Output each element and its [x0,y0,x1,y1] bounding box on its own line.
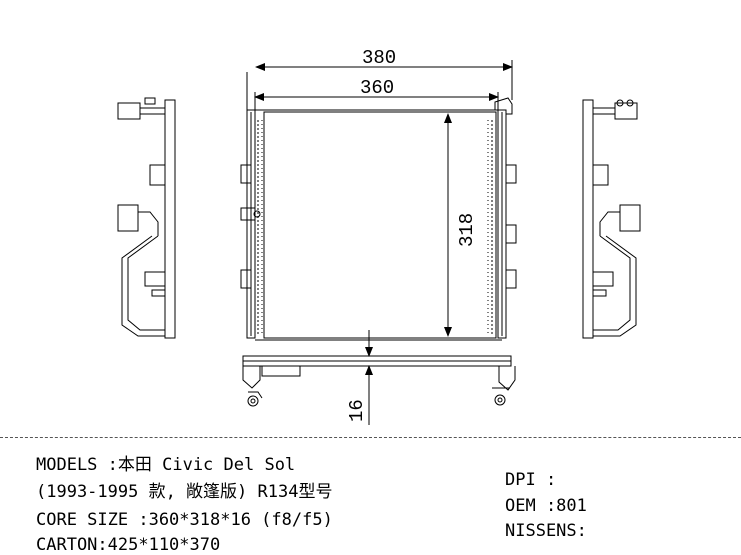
models-line: MODELS :本田 Civic Del Sol [36,455,296,475]
condenser-drawing: 380 360 318 16 [117,47,641,425]
oem-line: OEM :801 [505,496,587,516]
dpi-line: DPI : [505,470,557,490]
dim-core-height: 318 [444,111,480,339]
years-line: (1993-1995 款, 敞篷版) R134型号 [36,482,333,502]
dim-core-width-label: 360 [360,77,394,99]
dim-overall-width-label: 380 [362,47,396,69]
right-side-view [582,99,641,339]
section-divider [0,437,741,438]
nissens-line: NISSENS: [505,521,587,541]
carton-line: CARTON:425*110*370 [36,535,221,555]
core-outline [263,111,497,339]
core-size-line: CORE SIZE :360*318*16 (f8/f5) [36,510,333,530]
left-side-view [117,97,176,339]
dim-thickness: 16 [346,330,373,425]
dim-thickness-label: 16 [346,399,368,422]
dim-overall-width: 380 [255,47,513,71]
dim-core-height-label: 318 [456,213,478,247]
left-fin-ticks [257,120,263,335]
front-view [240,60,517,407]
right-fin-ticks [487,120,493,335]
dim-core-width: 360 [254,77,499,101]
